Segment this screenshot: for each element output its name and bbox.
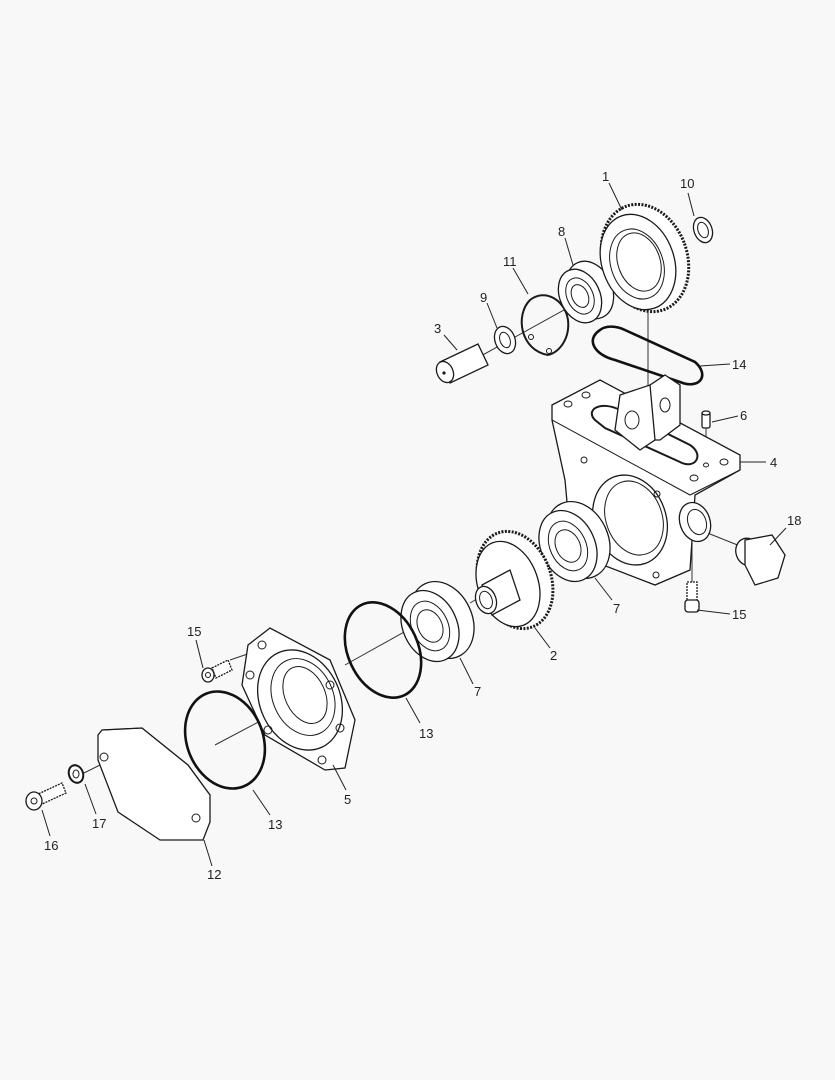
part-3-pin[interactable] — [433, 343, 489, 385]
callout-labels: 1 2 3 4 5 6 7 7 8 9 10 11 12 13 13 14 15… — [44, 169, 801, 882]
callout-4: 4 — [770, 455, 777, 470]
callout-7b: 7 — [474, 684, 481, 699]
callout-17: 17 — [92, 816, 106, 831]
part-2-gear-hub[interactable] — [464, 521, 566, 640]
callout-12: 12 — [207, 867, 221, 882]
part-14-gasket[interactable] — [591, 325, 704, 386]
callout-2: 2 — [550, 648, 557, 663]
part-13-o-ring-left[interactable] — [171, 679, 279, 800]
part-7-bearing-lower[interactable] — [390, 571, 486, 671]
callout-15a: 15 — [187, 624, 201, 639]
callout-6: 6 — [740, 408, 747, 423]
callout-10: 10 — [680, 176, 694, 191]
callout-11: 11 — [503, 254, 517, 269]
part-9-seal[interactable] — [491, 323, 519, 356]
part-11-snap-ring[interactable] — [520, 294, 570, 356]
leader-lines — [41, 182, 787, 867]
part-13-o-ring-right[interactable] — [330, 590, 436, 710]
callout-8: 8 — [558, 224, 565, 239]
part-8-bearing[interactable] — [550, 254, 623, 330]
callout-16: 16 — [44, 838, 58, 853]
part-7-bearing-upper[interactable] — [528, 491, 622, 591]
callout-3: 3 — [434, 321, 441, 336]
part-5-flange[interactable] — [241, 627, 358, 771]
part-1-large-gear[interactable] — [587, 192, 704, 324]
callout-18: 18 — [787, 513, 801, 528]
part-15-screw-left[interactable] — [201, 659, 233, 683]
callout-14: 14 — [732, 357, 746, 372]
part-12-cover-plate[interactable] — [97, 727, 211, 841]
callout-13a: 13 — [419, 726, 433, 741]
callout-5: 5 — [344, 792, 351, 807]
part-10-seal[interactable] — [690, 215, 716, 246]
part-17-washer[interactable] — [66, 763, 85, 785]
callout-7a: 7 — [613, 601, 620, 616]
callout-1: 1 — [602, 169, 609, 184]
part-6-dowel-pin[interactable] — [701, 410, 711, 429]
callout-15b: 15 — [732, 607, 746, 622]
part-16-screw[interactable] — [25, 782, 67, 811]
callout-13b: 13 — [268, 817, 282, 832]
part-15-screw-right[interactable] — [684, 581, 700, 613]
part-18-plug[interactable] — [732, 534, 786, 586]
callout-9: 9 — [480, 290, 487, 305]
